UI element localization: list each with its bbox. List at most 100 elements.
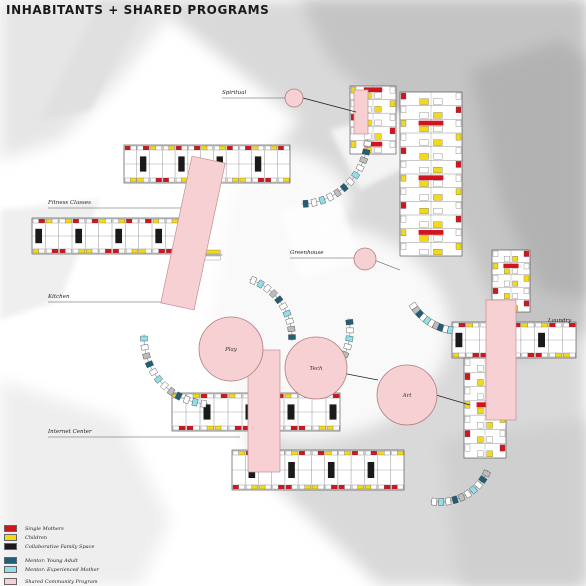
unit-cell xyxy=(351,484,359,490)
family-space xyxy=(155,228,162,244)
unit-cell xyxy=(344,450,351,456)
mentor-cell xyxy=(444,497,452,506)
unit-cell xyxy=(86,248,93,254)
unit-cell xyxy=(332,393,340,399)
unit-cell xyxy=(521,352,529,358)
program-circle xyxy=(376,364,438,426)
unit-cell xyxy=(325,484,332,490)
unit-cell xyxy=(175,177,182,183)
unit-cell xyxy=(201,145,208,151)
unit-cell xyxy=(145,218,152,224)
unit-cell xyxy=(400,229,407,236)
unit-cell xyxy=(143,145,150,151)
unit-cell xyxy=(499,444,506,452)
legend-item-single-mothers: Single Mothers xyxy=(4,525,64,532)
unit-cell xyxy=(105,248,112,254)
unit-cell xyxy=(389,141,396,148)
unit-cell xyxy=(419,249,429,256)
unit-cell xyxy=(455,215,462,223)
unit-cell xyxy=(270,145,277,151)
unit-cell xyxy=(433,126,443,133)
shared-program-bar xyxy=(485,299,517,421)
unit-cell xyxy=(389,127,396,135)
unit-cell xyxy=(238,450,245,456)
unit-cell xyxy=(130,145,137,151)
unit-cell xyxy=(351,450,359,456)
unit-cell xyxy=(228,393,236,399)
unit-cell xyxy=(46,218,53,224)
unit-cell xyxy=(419,153,429,160)
unit-cell xyxy=(239,145,246,151)
unit-cell xyxy=(331,484,338,490)
unit-cell xyxy=(284,425,292,431)
unit-cell xyxy=(455,202,462,209)
unit-cell xyxy=(433,208,443,215)
mentor-cell xyxy=(345,318,354,326)
legend-swatch xyxy=(4,534,17,541)
mentor-cell xyxy=(473,480,484,490)
unit-cell xyxy=(504,256,510,262)
unit-cell xyxy=(232,484,240,490)
unit-cell xyxy=(464,373,471,380)
unit-cell xyxy=(112,218,120,224)
unit-cell xyxy=(290,425,298,431)
unit-cell xyxy=(433,167,443,174)
unit-cell xyxy=(131,218,139,224)
unit-cell xyxy=(378,484,385,490)
unit-cell xyxy=(91,248,99,254)
unit-cell xyxy=(523,250,530,257)
unit-cell xyxy=(194,145,201,151)
mentor-cell xyxy=(288,334,296,340)
unit-cell xyxy=(232,177,239,183)
legend-swatch xyxy=(4,557,17,564)
unit-cell xyxy=(214,425,222,431)
unit-cell xyxy=(400,215,407,223)
unit-cell xyxy=(192,425,200,431)
unit-cell xyxy=(192,393,200,399)
unit-wing xyxy=(31,217,193,255)
unit-cell xyxy=(374,92,382,99)
unit-cell xyxy=(65,248,72,254)
unit-cell xyxy=(304,450,311,456)
mentor-cell xyxy=(478,475,488,484)
unit-cell xyxy=(105,218,112,224)
mentor-cell xyxy=(282,309,292,318)
unit-cell xyxy=(492,263,499,270)
unit-cell xyxy=(283,145,290,151)
unit-cell xyxy=(477,379,484,386)
unit-cell xyxy=(400,202,407,209)
unit-cell xyxy=(152,248,160,254)
mentor-cell xyxy=(182,395,191,405)
legend-label: Collaborative Family Space xyxy=(25,543,95,550)
unit-cell xyxy=(418,120,444,126)
unit-cell xyxy=(455,188,462,195)
unit-cell xyxy=(150,177,157,183)
family-space xyxy=(329,404,337,420)
mentor-cell xyxy=(346,327,354,334)
unit-cell xyxy=(228,425,236,431)
mentor-cell xyxy=(326,192,335,202)
unit-cell xyxy=(219,145,226,151)
unit-cell xyxy=(384,450,391,456)
program-circle xyxy=(284,336,348,400)
unit-cell xyxy=(503,263,519,268)
mentor-cell xyxy=(256,279,265,289)
unit-cell xyxy=(370,450,378,456)
unit-cell xyxy=(419,208,429,215)
unit-cell xyxy=(234,393,242,399)
unit-cell xyxy=(126,248,133,254)
unit-cell xyxy=(499,430,506,438)
unit-cell xyxy=(378,450,385,456)
unit-cell xyxy=(332,425,340,431)
page-title: INHABITANTS + SHARED PROGRAMS xyxy=(6,3,270,17)
unit-cell xyxy=(291,450,298,456)
unit-cell xyxy=(563,352,570,358)
unit-cell xyxy=(455,161,462,168)
unit-cell xyxy=(504,293,510,299)
unit-cell xyxy=(38,248,45,254)
mentor-cell xyxy=(174,391,183,401)
legend-label: Shared Community Program xyxy=(25,578,98,585)
unit-cell xyxy=(464,430,471,438)
unit-cell xyxy=(318,425,326,431)
